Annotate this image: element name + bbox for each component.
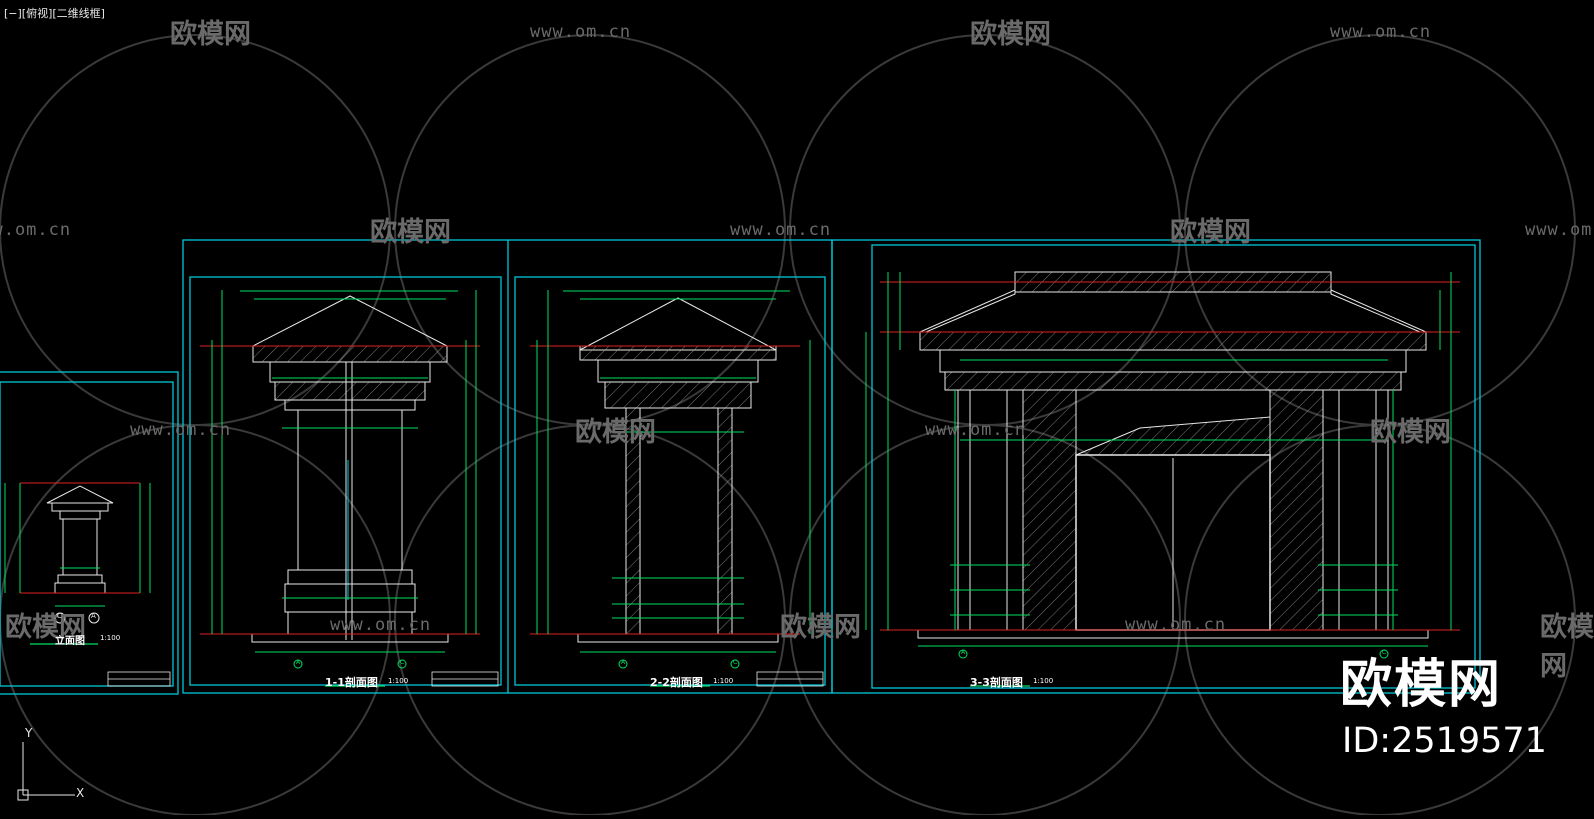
watermark-logo: 欧模网 [5,612,86,643]
grid-bubble-c [54,612,66,624]
elevation-grid-a: A [91,612,96,620]
watermark-url: www.om.cn [1525,220,1594,240]
watermark-logo: 欧模网 [575,417,656,448]
watermark-url: www.om.cn [730,220,832,240]
section-2-title: 2-2剖面图 [650,676,703,689]
watermark-url: www.om.cn [530,22,632,42]
elevation-gridmarks [54,612,100,624]
watermark-logo: 欧模网 [1540,612,1594,682]
section-2-grid-c: C [733,659,738,666]
section-1-gridmarks [293,659,407,669]
grid-bubble-a [618,659,628,669]
section-2-drawing [530,290,811,653]
grid-bubble-a [293,659,303,669]
section-1-title: 1-1剖面图 [325,676,378,689]
grid-bubble-c [397,659,407,669]
title-blocks [107,671,824,687]
brand-name: 欧模网 [1340,655,1503,715]
watermark-url: www.om.cn [1330,22,1432,42]
section-2-gridmarks [618,659,740,669]
grid-bubble-c [1379,649,1389,659]
brand-id: ID:2519571 [1342,721,1547,761]
watermark-url: www.om.cn [1125,615,1227,635]
title-underlines [30,643,1030,687]
section-1-grid-c: C [400,659,405,666]
section-3-gridmarks [958,649,1389,659]
viewport-control-label[interactable]: [−][俯视][二维线框] [4,7,105,20]
elevation-grid-c: C [57,612,62,620]
elevation-scale: 1:100 [100,634,121,642]
elevation-drawing [4,482,151,607]
section-1-drawing [200,290,480,653]
ucs-icon [17,742,75,801]
section-1-grid-a: A [296,659,301,666]
watermark-url: www.om.cn [0,220,72,240]
ucs-y-label: Y [25,726,33,740]
section-3-grid-c: C [1382,649,1387,656]
watermark-url: www.om.cn [330,615,432,635]
section-3-title: 3-3剖面图 [970,676,1023,689]
grid-bubble-a [958,649,968,659]
section-1-scale: 1:100 [388,677,409,685]
section-3-scale: 1:100 [1033,677,1054,685]
watermark-logo: 欧模网 [780,612,861,643]
section-3-grid-a: A [961,649,966,656]
grid-bubble-c [730,659,740,669]
watermark-url: www.om.cn [925,420,1027,440]
ucs-x-label: X [76,786,85,800]
watermark-logo: 欧模网 [1370,417,1451,448]
section-2-grid-a: A [621,659,626,666]
section-3-drawing [865,271,1460,647]
watermark-url: www.om.cn [130,420,232,440]
sheet-frames [0,239,1481,695]
watermark-logo: 欧模网 [170,19,251,50]
grid-bubble-a [88,612,100,624]
watermark-logo: 欧模网 [1170,217,1251,248]
watermark-logo: 欧模网 [970,19,1051,50]
section-2-scale: 1:100 [713,677,734,685]
elevation-title: 立面图 [55,636,85,647]
watermark-logo: 欧模网 [370,217,451,248]
